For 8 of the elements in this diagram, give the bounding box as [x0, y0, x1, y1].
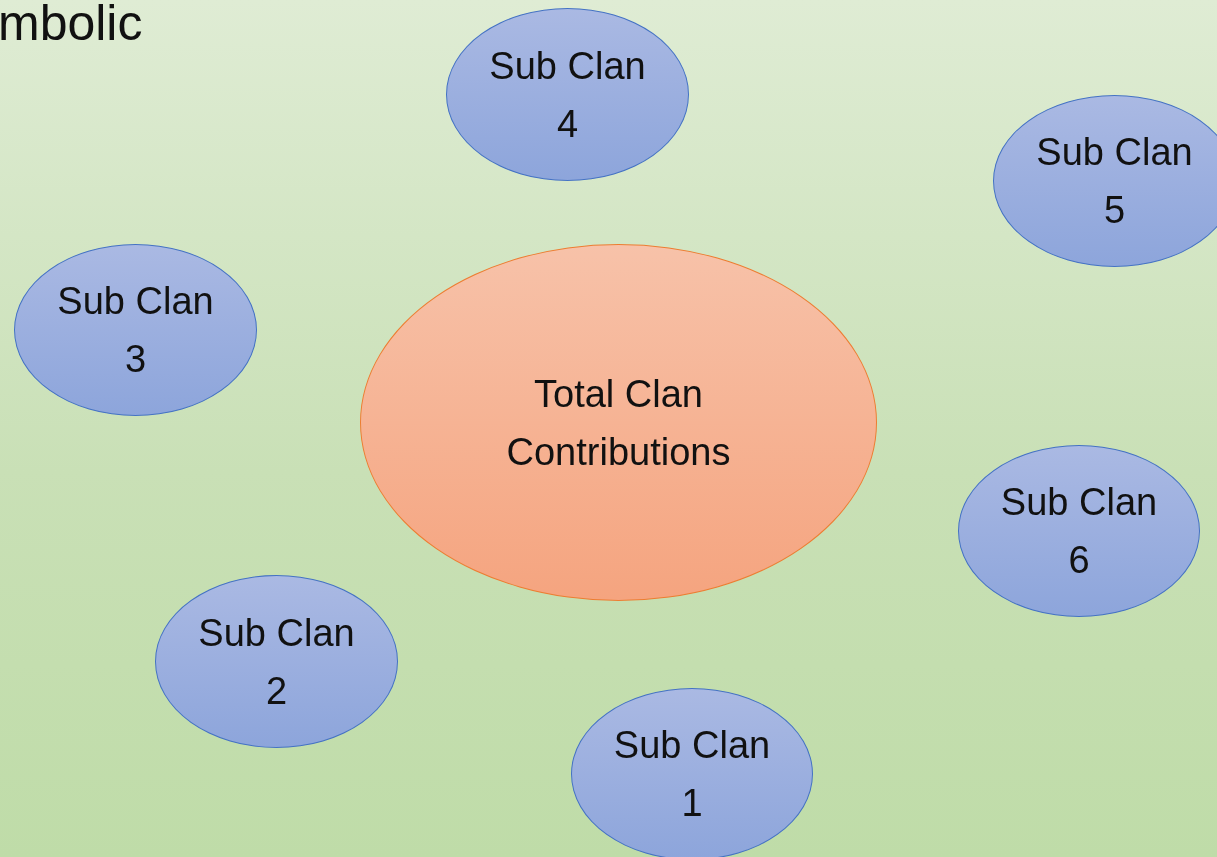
node-label: Sub Clan 6 [999, 480, 1159, 583]
slide-title: mbolic [0, 0, 143, 52]
node-label: Sub Clan 3 [56, 279, 215, 382]
node-label: Sub Clan 1 [612, 723, 772, 826]
node-label: Total Clan Contributions [505, 371, 732, 475]
node-label: Sub Clan 5 [1035, 130, 1194, 233]
node-label: Sub Clan 2 [197, 610, 356, 714]
node-label: Sub Clan 4 [488, 43, 647, 147]
